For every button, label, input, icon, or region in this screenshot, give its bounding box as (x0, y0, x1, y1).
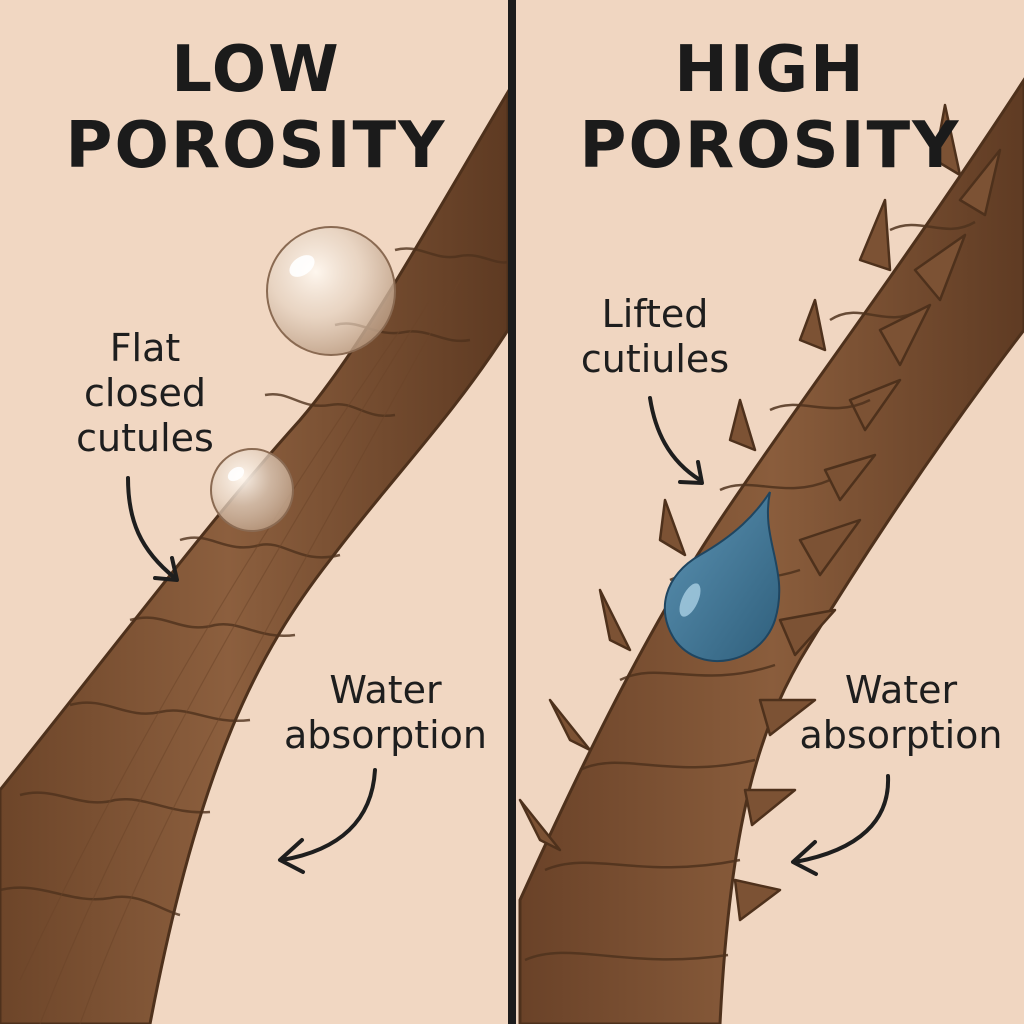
high-water-label-line2: absorption (799, 713, 1003, 757)
left-arrows (126, 476, 377, 874)
low-porosity-title-line2: POROSITY (65, 109, 447, 183)
low-porosity-title: LOW POROSITY (0, 32, 512, 184)
high-water-absorption-label: Water absorption (785, 668, 1017, 758)
flat-cuticles-label-line2: closed (84, 371, 206, 415)
low-porosity-title-line1: LOW (171, 33, 341, 107)
lifted-cuticles-label-line2: cutiules (580, 337, 730, 381)
absorbed-water-drop (663, 491, 781, 662)
high-porosity-title: HIGH POROSITY (516, 32, 1024, 184)
lifted-cuticles-label: Lifted cutiules (560, 292, 750, 382)
flat-cuticles-label: Flat closed cutules (50, 326, 240, 461)
high-porosity-title-line1: HIGH (674, 33, 866, 107)
right-arrows (648, 396, 891, 876)
high-water-label-line1: Water (844, 668, 958, 712)
low-water-absorption-label: Water absorption (268, 668, 503, 758)
water-beads-on-surface (210, 226, 396, 532)
high-porosity-title-line2: POROSITY (579, 109, 961, 183)
low-water-label-line2: absorption (284, 713, 487, 757)
low-water-label-line1: Water (329, 668, 442, 712)
panel-divider (508, 0, 516, 1024)
flat-cuticles-label-line3: cutules (76, 416, 214, 460)
lifted-cuticles-label-line1: Lifted (601, 292, 709, 336)
flat-cuticles-label-line1: Flat (109, 326, 181, 370)
